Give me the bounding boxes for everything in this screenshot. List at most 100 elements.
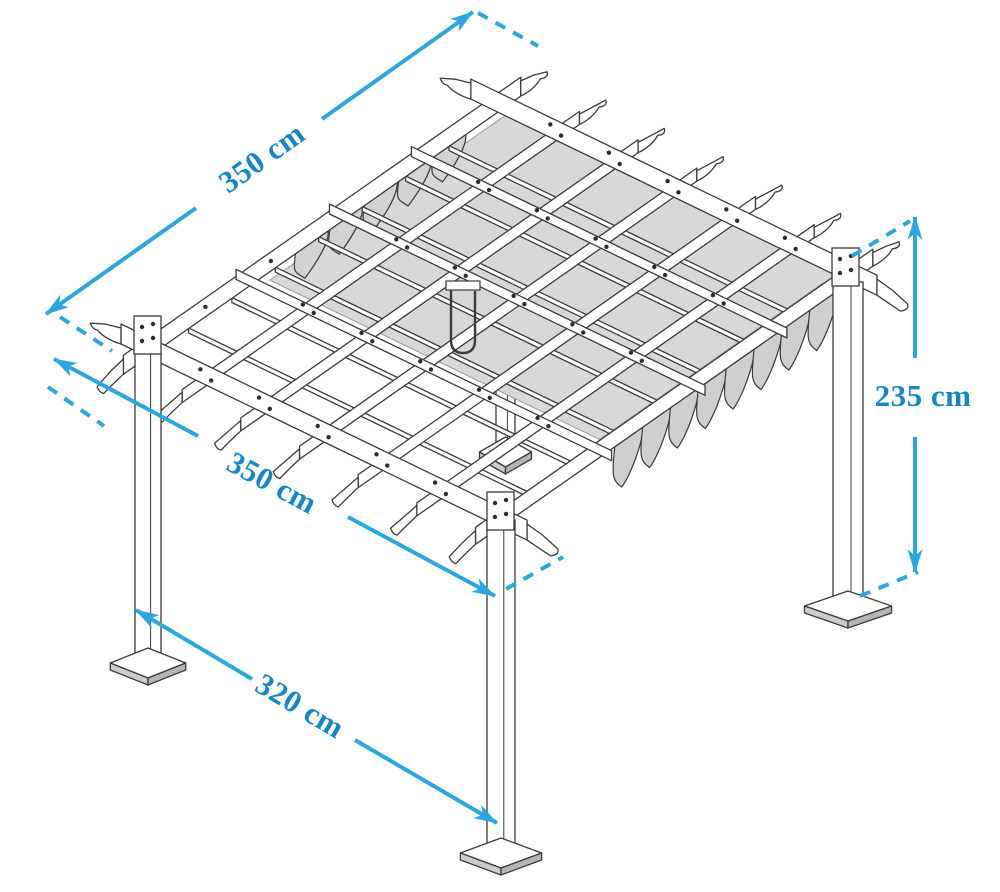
bolt-dot	[558, 133, 564, 138]
bolt-dot	[150, 321, 156, 327]
bolt-dot	[209, 378, 214, 383]
bolt-dot	[492, 514, 498, 520]
bolt-dot	[370, 339, 375, 344]
bolt-dot	[203, 304, 208, 310]
bolt-dot	[394, 237, 399, 242]
bolt-dot	[326, 435, 331, 440]
bolt-dot	[652, 264, 657, 270]
bolt-dot	[593, 236, 598, 241]
bolt-dot	[267, 406, 272, 411]
rafter-tail	[272, 448, 301, 480]
bolt-dot	[545, 216, 550, 221]
bolt-dot	[256, 395, 262, 400]
bolt-dot	[522, 301, 527, 307]
bolt-dot	[139, 324, 145, 330]
bolt-dot	[359, 330, 364, 336]
dimension-arrow-post-spacing-upper	[134, 608, 254, 681]
rafter-tail	[696, 156, 725, 182]
bolt-dot	[463, 273, 468, 278]
bolt-dot	[628, 350, 634, 355]
bolt-dot	[511, 293, 516, 299]
bolt-dot	[710, 293, 716, 298]
bolt-dot	[724, 207, 729, 212]
bolt-dot	[487, 395, 492, 401]
bolt-dot	[639, 358, 644, 363]
bolt-dot	[606, 150, 612, 155]
header-tail	[439, 77, 472, 100]
rafter-tail	[754, 184, 783, 211]
bolt-dot	[139, 338, 145, 344]
bolt-dot	[404, 245, 410, 250]
extension-dash	[46, 385, 106, 428]
bolt-dot	[734, 218, 740, 223]
bolt-dot	[452, 265, 458, 270]
dimension-arrow-roof-back-left-lower	[44, 206, 198, 316]
purlin	[235, 268, 613, 462]
bolt-dot	[581, 330, 586, 335]
bolt-dot	[837, 256, 843, 262]
bolt-dot	[662, 272, 668, 278]
bolt-dot	[546, 424, 551, 429]
bolt-dot	[665, 178, 670, 184]
bolt-dot	[503, 497, 509, 503]
rafter-tail	[213, 419, 242, 451]
bolt-dot	[503, 511, 509, 517]
crank-bracket	[445, 280, 481, 291]
header-tail	[89, 322, 122, 345]
rafter-tail	[448, 530, 477, 565]
extension-dash	[859, 570, 919, 598]
rafter-tail	[520, 71, 548, 97]
dimension-label-roof-back-left: 350 cm	[212, 115, 311, 200]
header-tail	[876, 278, 909, 312]
corner-bracket-front	[486, 491, 515, 531]
bolt-dot	[848, 267, 854, 273]
bolt-dot	[837, 270, 843, 276]
bolt-dot	[721, 301, 726, 306]
rafter-tail	[578, 99, 607, 126]
bolt-dot	[617, 161, 622, 167]
dimension-post-spacing-front: 320 cm	[134, 608, 499, 825]
post-back-base-plate	[504, 451, 533, 475]
dimension-arrow-roof-back-left-upper	[320, 10, 475, 121]
bolt-dot	[570, 322, 575, 327]
bolt-dot	[300, 302, 306, 307]
purlin	[410, 145, 788, 339]
dimension-label-post-height: 235 cm	[875, 378, 972, 413]
bolt-dot	[534, 208, 540, 213]
dimension-arrow-post-spacing-lower	[353, 738, 499, 825]
extension-dash	[477, 11, 539, 48]
dimension-arrow-roof-front-left-upper	[53, 357, 199, 438]
bolt-dot	[374, 452, 379, 457]
post-left-base-plate	[147, 662, 187, 686]
bolt-dot	[604, 244, 609, 249]
bolt-dot	[150, 335, 156, 341]
bolt-dot	[492, 500, 498, 506]
bolt-dot	[432, 480, 438, 485]
rafter-tail	[813, 212, 842, 239]
bolt-dot	[268, 258, 274, 264]
corner-bracket-left	[133, 315, 162, 355]
rafter-tail	[389, 504, 418, 536]
bolt-dot	[198, 367, 203, 372]
bolt-dot	[793, 246, 798, 252]
dimension-arrow-roof-front-left-lower	[347, 515, 496, 598]
bolt-dot	[548, 122, 553, 127]
crank-handle	[449, 289, 477, 355]
bolt-dot	[476, 387, 482, 392]
header-tail	[526, 523, 559, 557]
bolt-dot	[535, 415, 540, 421]
bolt-dot	[315, 423, 320, 429]
purlin	[328, 203, 706, 396]
bolt-dot	[418, 359, 423, 364]
post-right	[832, 281, 864, 599]
extension-dash	[58, 315, 114, 353]
rafter-tail	[331, 476, 359, 508]
bolt-dot	[443, 491, 449, 497]
bolt-dot	[428, 367, 434, 372]
dimension-label-roof-front-left: 350 cm	[221, 444, 323, 521]
bolt-dot	[476, 179, 481, 185]
rafter-tail	[872, 241, 901, 267]
bolt-dot	[486, 187, 492, 193]
